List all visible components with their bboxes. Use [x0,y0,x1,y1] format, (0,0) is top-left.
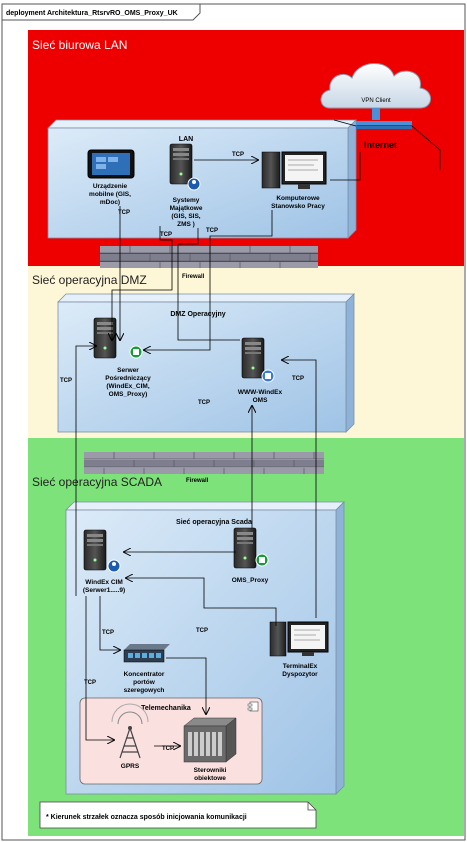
sterowniki-line1: Sterowniki [194,767,227,774]
windex-cim-line2: (Serwer1.....9) [83,587,125,594]
edge-terminal-www [282,360,317,618]
vpn-cloud: VPN Client Internet [320,63,431,150]
edge-koncentrator-sterowniki [166,657,206,714]
container-dmz: DMZ Operacyjny [57,293,355,433]
mobile-line2: mobilne (GIS, [89,191,131,198]
tcp-label: TCP [84,680,96,686]
systemy-line4: ZMS ) [177,221,195,228]
zone-lan-label: Sieć biurowa LAN [32,38,127,52]
terminal-line1: TerminalEx [283,663,318,670]
firewall-top: Firewall [100,246,318,280]
sterowniki-line2: obiektowe [194,775,226,782]
tcp-label: TCP [198,400,210,406]
tcp-label: TCP [206,228,218,234]
www-line2: OMS [253,397,268,404]
zone-dmz-label: Sieć operacyjna DMZ [32,273,147,287]
node-koncentrator: Koncentrator portów szeregowych [124,644,170,694]
container-lan-label: LAN [179,136,193,143]
edge-windex-serwer [75,346,96,596]
tcp-label: TCP [292,376,304,382]
koncentrator-line1: Koncentrator [124,671,165,678]
koncentrator-line3: szeregowych [124,687,165,694]
gprs-label: GPRS [121,763,140,770]
vpn-client-label: VPN Client [361,98,391,104]
systemy-line1: Systemy [173,197,200,204]
edge-systemy-serwer [112,226,173,340]
zone-scada-label: Sieć operacyjna SCADA [32,475,162,489]
node-terminal: TerminalEx Dyspozytor [269,621,329,678]
node-komputerowe: Komputerowe Stanowsko Pracy [261,151,327,210]
svg-text:mobilne (GIS,: mobilne (GIS, [89,191,131,198]
node-www: WWW-WindEx OMS [238,337,283,404]
windex-cim-line1: WindEx CIM [85,579,123,586]
tcp-label: TCP [232,152,244,158]
komputerowe-line1: Komputerowe [276,195,320,202]
tcp-label: TCP [102,630,114,636]
component-icon [249,701,259,712]
tcp-label: TCP [196,628,208,634]
node-serwer: Serwer Pośredniczący (WindEx_CIM, OMS_Pr… [93,317,151,398]
firewall-bottom: Firewall [84,452,324,484]
node-windex-cim: WindEx CIM (Serwer1.....9) [83,529,125,594]
node-oms-proxy: OMS_Proxy [232,527,269,584]
edge-systemy-www [177,228,240,341]
terminal-line2: Dyspozytor [282,671,318,678]
koncentrator-line2: portów [133,679,156,686]
oms-proxy-label: OMS_Proxy [232,577,269,584]
frame-tab [1,3,201,21]
firewall-bottom-label: Firewall [186,478,209,484]
serwer-line3: (WindEx_CIM, [106,383,149,390]
edge-windex-koncentrator [99,596,120,650]
internet-label: Internet [364,140,397,150]
tcp-label: TCP [162,746,174,752]
www-line1: WWW-WindEx [238,389,283,396]
systemy-line2: Majątkowe [170,205,203,212]
tcp-label: TCP [160,232,172,238]
svg-text:Urządzenie: Urządzenie [93,183,128,190]
mobile-line1: Urządzenie [93,183,128,190]
telemechanika-label: Telemechanika [141,705,191,712]
node-sterowniki: Sterowniki obiektowe [183,717,237,782]
serwer-line4: OMS_Proxy) [109,391,148,398]
systemy-line3: (GIS, SIS, [171,213,200,220]
network-bar [356,121,412,125]
svg-text:mDoc): mDoc) [100,199,120,206]
node-mobile: Urządzenie mobilne (GIS, mDoc) [87,149,135,206]
frame-title: deployment Architektura_RtsrvRO_OMS_Prox… [6,10,178,17]
komputerowe-line2: Stanowsko Pracy [271,203,325,210]
note-text: * Kierunek strzałek oznacza sposób inicj… [46,814,247,821]
node-gprs: GPRS [111,703,149,770]
connectors [75,160,317,746]
edge-windex-gprs [85,596,114,740]
tcp-label: TCP [60,378,72,384]
note: * Kierunek strzałek oznacza sposób inicj… [39,801,317,829]
mobile-line3: mDoc) [100,199,120,206]
firewall-top-label: Firewall [182,274,205,280]
container-dmz-label: DMZ Operacyjny [170,311,225,318]
tcp-label: TCP [118,210,130,216]
serwer-line1: Serwer [117,367,139,374]
node-systemy: Systemy Majątkowe (GIS, SIS, ZMS ) [169,143,203,228]
container-scada-label: Sieć operacyjna Scada [176,519,252,526]
edge-terminal-windex [126,578,277,626]
edge-komputerowe-serwer [144,210,273,350]
serwer-line2: Pośredniczący [105,375,151,382]
